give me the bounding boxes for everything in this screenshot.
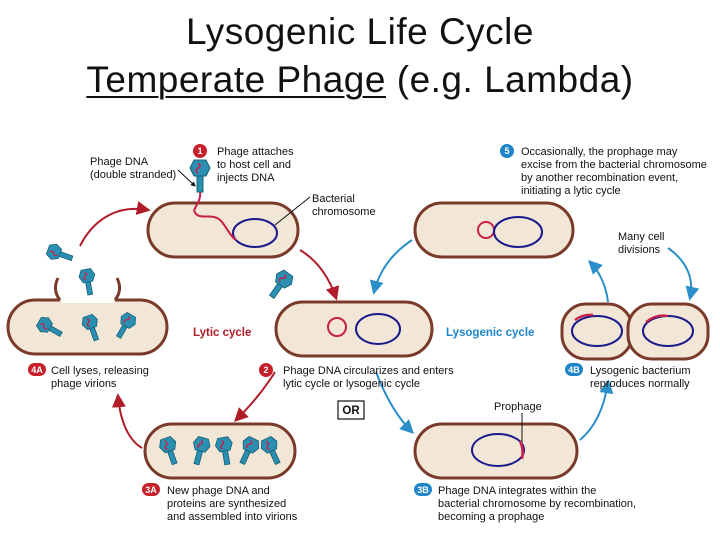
arrow-excise-to-circularize [369, 239, 413, 295]
released-virions [34, 241, 139, 344]
bacterial-chromosome [232, 218, 278, 248]
step-badge-3a [142, 483, 160, 496]
integrated-prophage [518, 440, 524, 460]
step-caption-4b: Lysogenic bacterium reproduces normally [590, 365, 694, 390]
svg-text:2: 2 [263, 365, 268, 375]
label-many-cell-divisions: Many cell divisions [618, 231, 668, 256]
host-cell-prophage [413, 422, 579, 480]
or-box [337, 400, 365, 420]
label-phage-dna: Phage DNA (double stranded) [90, 156, 176, 181]
svg-text:4A: 4A [31, 365, 43, 375]
step-5: 5 Occasionally, the prophage may excise … [500, 144, 710, 197]
svg-text:3B: 3B [417, 485, 429, 495]
step-caption-1: Phage attaches to host cell and injects … [217, 146, 297, 184]
title-line-1: Lysogenic Life Cycle [186, 11, 534, 52]
step-1: 1 Phage attaches to host cell and inject… [193, 144, 297, 184]
svg-text:1: 1 [197, 146, 202, 156]
title-temperate-phage: Temperate Phage [86, 59, 386, 100]
svg-text:3A: 3A [145, 485, 157, 495]
host-cell-circularized [274, 300, 434, 358]
arrow-integrate-to-divide [579, 379, 614, 441]
step-badge-2 [259, 363, 273, 377]
step-badge-5 [500, 144, 514, 158]
step-caption-3b: Phage DNA integrates within the bacteria… [438, 485, 639, 523]
step-badge-3b [414, 483, 432, 496]
pointer-phage-dna [177, 169, 196, 187]
svg-text:4B: 4B [568, 365, 580, 375]
arrow-circularize-to-synthesize [234, 371, 276, 422]
pointer-bacterial-chromosome [274, 196, 311, 226]
step-3b: 3B Phage DNA integrates within the bacte… [414, 483, 639, 523]
chromosome-with-prophage [471, 433, 525, 467]
injected-phage-dna [193, 189, 237, 241]
arrow-attach-to-circularize [299, 249, 340, 301]
dividing-cell-right [626, 302, 710, 361]
arrow-circularize-to-integrate [375, 371, 414, 434]
label-or: OR [342, 405, 360, 417]
arrow-release-to-attach [79, 201, 151, 247]
step-2: 2 Phage DNA circularizes and enters lyti… [259, 363, 457, 390]
step-badge-4a [28, 363, 46, 376]
svg-text:5: 5 [504, 146, 509, 156]
label-bacterial-chromosome: Bacterial chromosome [312, 193, 376, 218]
title-line-2: Temperate Phage (e.g. Lambda) [0, 60, 720, 100]
free-phage [263, 267, 297, 303]
step-badge-4b [565, 363, 583, 376]
label-lysogenic-cycle: Lysogenic cycle [446, 327, 534, 339]
arrow-many-divisions [667, 247, 700, 301]
host-cell-attach [146, 201, 300, 259]
step-badge-1 [193, 144, 207, 158]
label-lytic-cycle: Lytic cycle [193, 327, 251, 339]
label-prophage: Prophage [494, 401, 542, 413]
circular-phage-dna [327, 317, 347, 337]
step-4b: 4B Lysogenic bacterium reproduces normal… [565, 363, 694, 390]
title-example: (e.g. Lambda) [385, 59, 634, 100]
step-caption-2: Phage DNA circularizes and enters lytic … [283, 365, 457, 390]
step-3a: 3A New phage DNA and proteins are synthe… [142, 483, 298, 523]
chromosome-with-prophage-left [571, 315, 623, 347]
arrow-divide-to-excise [588, 260, 609, 303]
step-caption-3a: New phage DNA and proteins are synthesiz… [167, 485, 298, 523]
bacterial-chromosome-2 [355, 313, 401, 345]
step-caption-4a: Cell lyses, releasing phage virions [51, 365, 152, 390]
arrow-synthesize-to-lyse [111, 393, 143, 449]
bacterial-chromosome-5 [493, 216, 543, 248]
attached-phage [189, 159, 211, 193]
step-caption-5: Occasionally, the prophage may excise fr… [521, 146, 710, 197]
step-4a: 4A Cell lyses, releasing phage virions [28, 363, 152, 390]
